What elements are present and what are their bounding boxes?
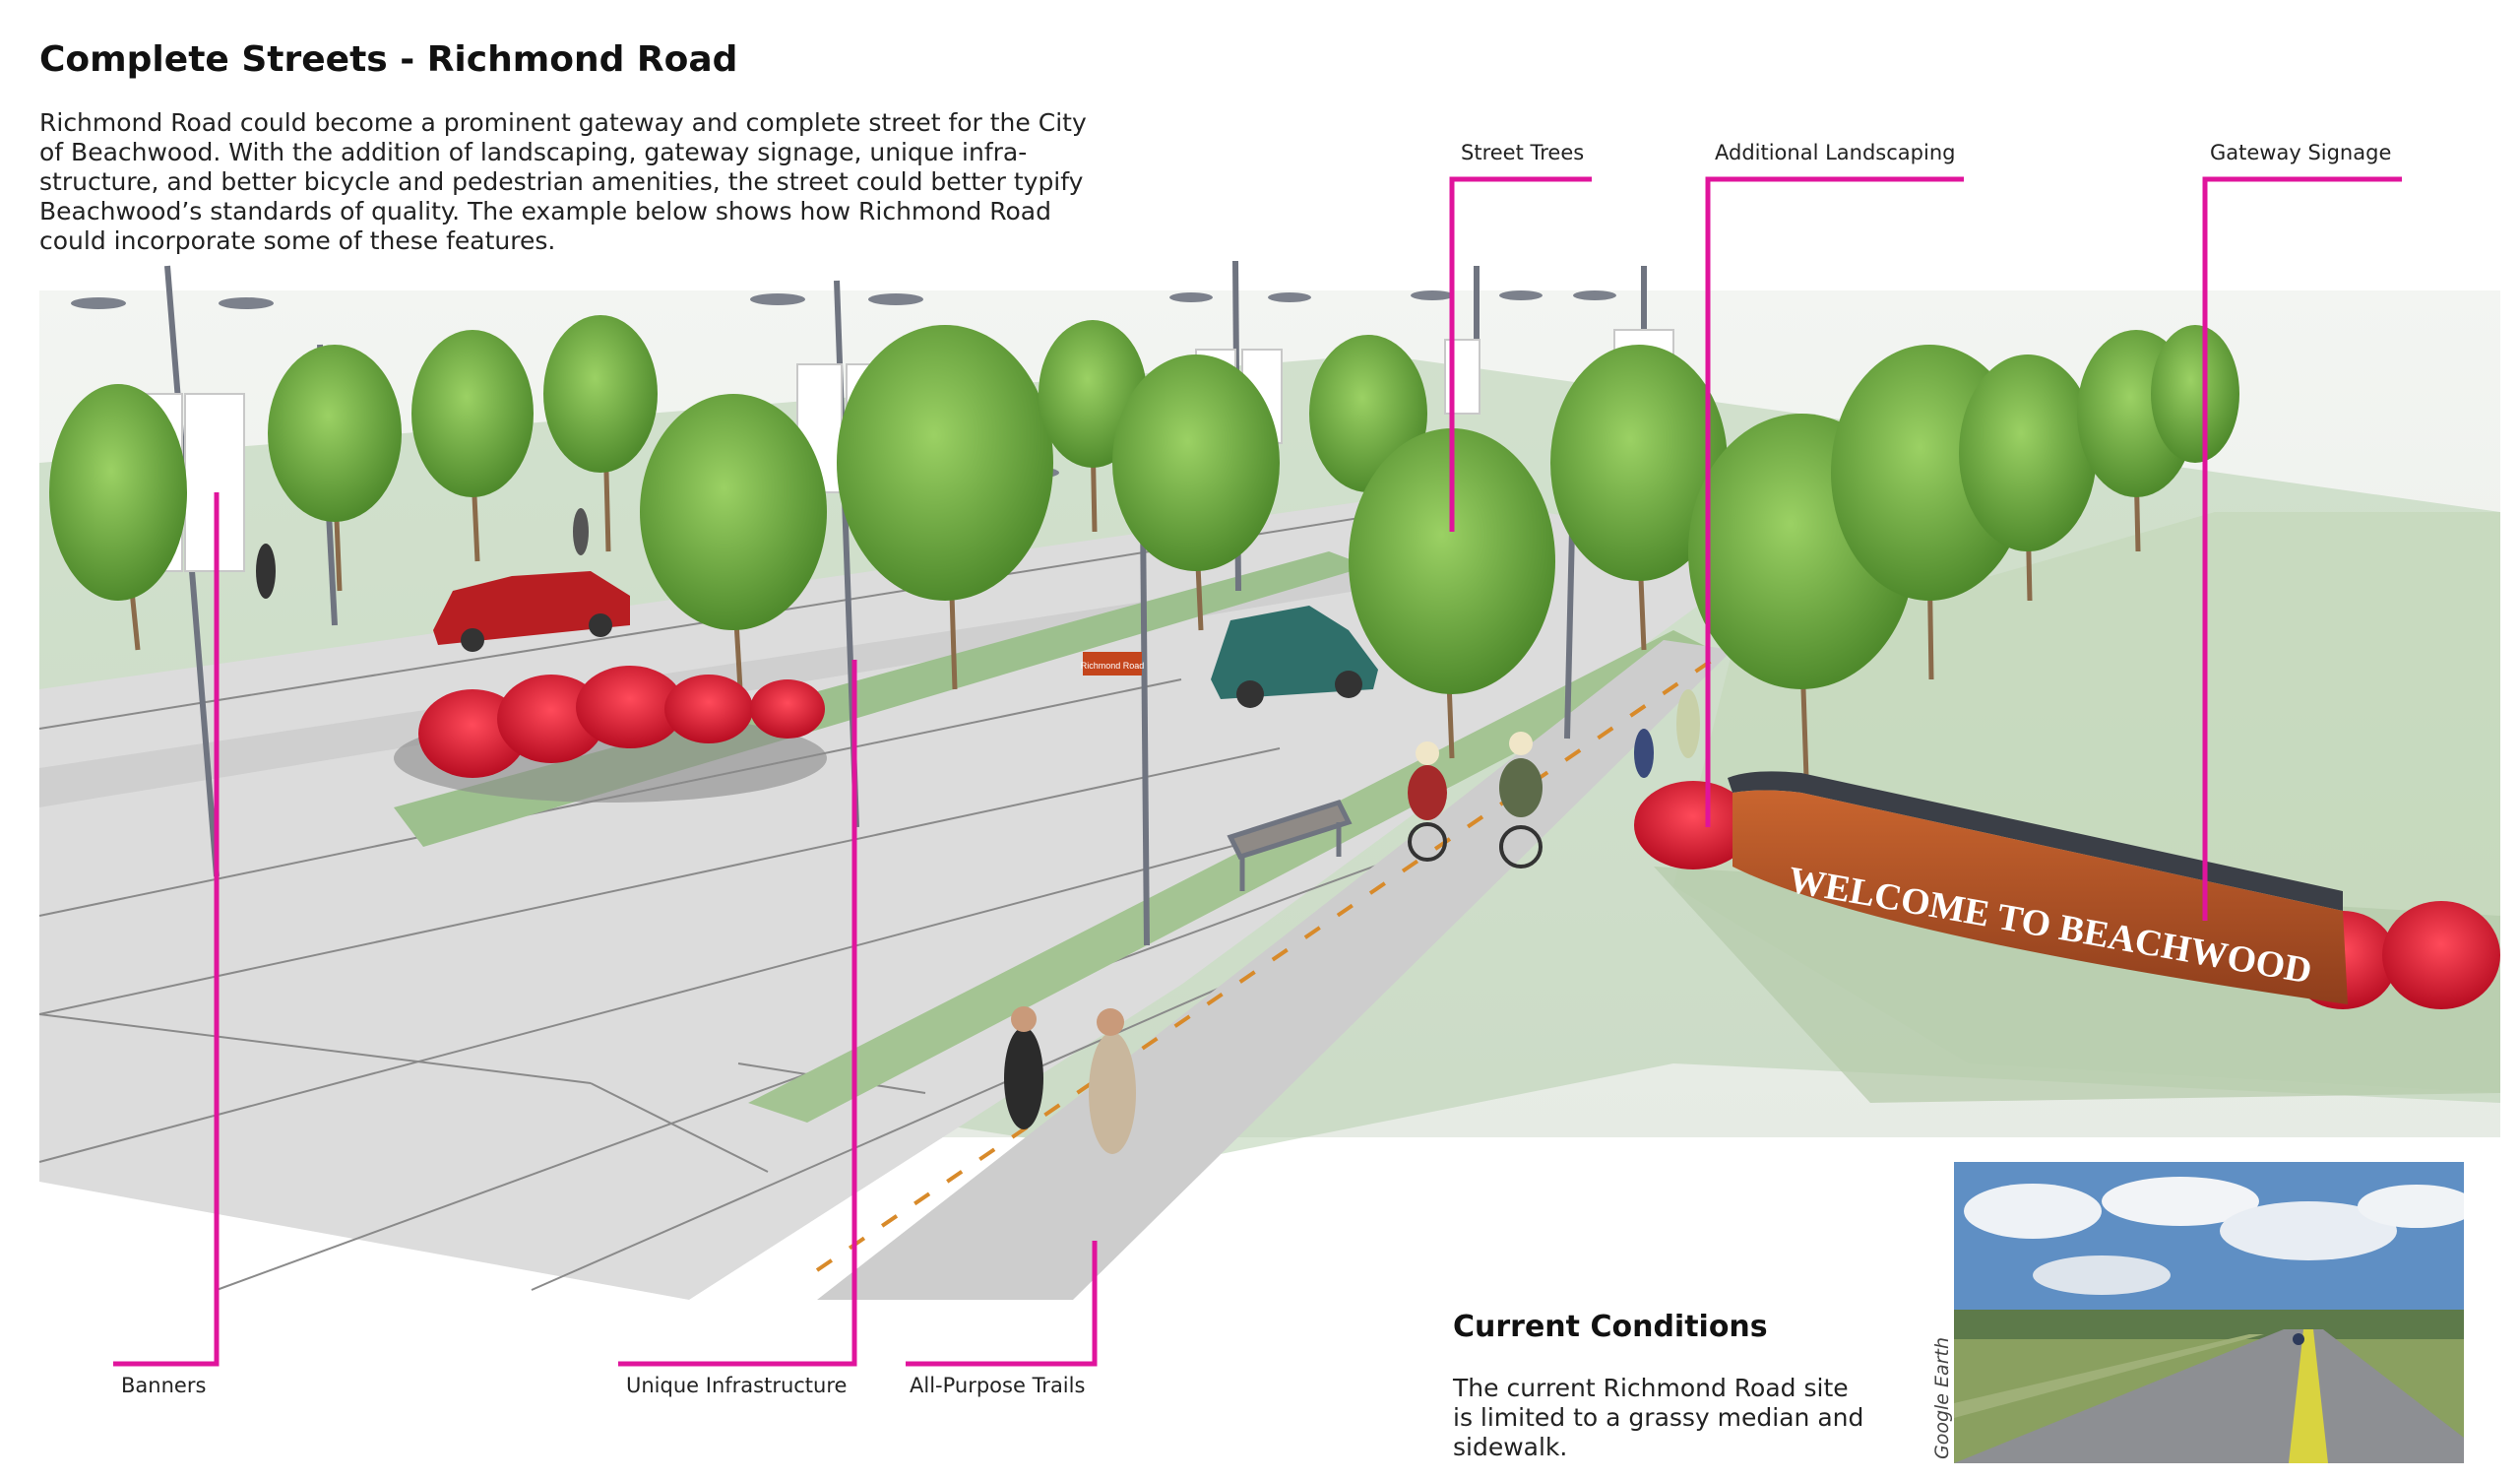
street-sign: Richmond Road [1081, 652, 1145, 676]
intro-line: Beachwood’s standards of quality. The ex… [39, 197, 1051, 225]
conditions-line: The current Richmond Road site [1453, 1374, 1849, 1402]
conditions-line: sidewalk. [1453, 1433, 1568, 1461]
intro-paragraph: Richmond Road could become a prominent g… [39, 108, 1102, 256]
page-title: Complete Streets - Richmond Road [39, 39, 738, 80]
intro-line: structure, and better bicycle and pedest… [39, 167, 1084, 196]
intro-line: could incorporate some of these features… [39, 226, 556, 255]
bench [1227, 799, 1353, 891]
callout-banners: Banners [121, 1374, 207, 1397]
callout-additional-landscaping: Additional Landscaping [1715, 141, 1956, 164]
svg-text:Richmond Road: Richmond Road [1081, 661, 1145, 671]
callout-street-trees: Street Trees [1461, 141, 1585, 164]
callout-lines [113, 176, 2402, 1367]
pedestrians-and-cyclists [256, 508, 1700, 1154]
photo-credit: Google Earth [1931, 1337, 1953, 1459]
current-conditions-text: The current Richmond Road site is limite… [1453, 1374, 1886, 1462]
callout-all-purpose-trails: All-Purpose Trails [910, 1374, 1086, 1397]
callout-gateway-signage: Gateway Signage [2210, 141, 2392, 164]
street-trees [49, 315, 2239, 779]
intro-line: Richmond Road could become a prominent g… [39, 108, 1087, 137]
current-conditions-heading: Current Conditions [1453, 1310, 1768, 1344]
cars [433, 571, 1378, 708]
conditions-line: is limited to a grassy median and [1453, 1403, 1864, 1432]
callout-unique-infrastructure: Unique Infrastructure [626, 1374, 848, 1397]
flowering-shrubs [418, 666, 2500, 1009]
intro-line: of Beachwood. With the addition of lands… [39, 138, 1028, 166]
current-conditions-photo [1954, 1162, 2464, 1463]
